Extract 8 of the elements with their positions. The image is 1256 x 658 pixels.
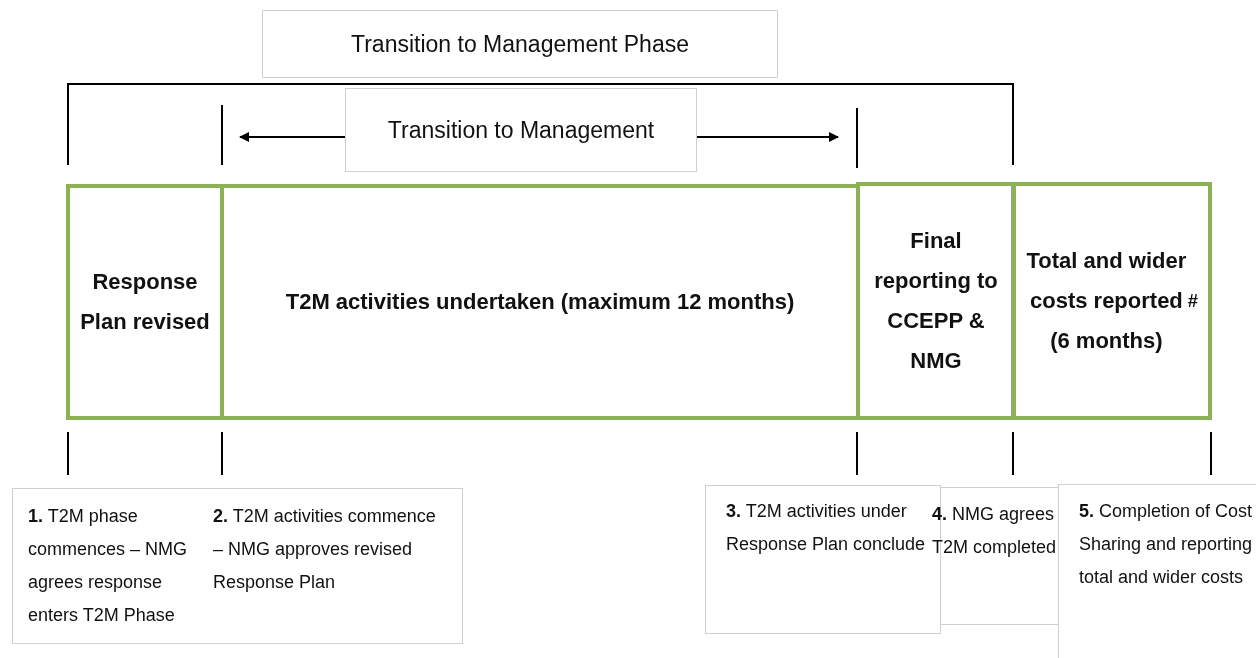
- milestone-note: 3. T2M activities under Response Plan conclude: [726, 495, 931, 595]
- milestone-note: 2. T2M activities commence – NMG approves revised Response Plan: [213, 500, 448, 632]
- span-label: Transition to Management: [345, 88, 697, 172]
- milestone-note: 5. Completion of Cost Sharing and reporting total and wider costs: [1079, 495, 1254, 630]
- phase-label: Transition to Management Phase: [262, 10, 778, 78]
- phase-box: Final reporting to CCEPP & NMG: [856, 182, 1016, 420]
- milestone-note: 1. T2M phase commences – NMG agrees response enters T2M Phase: [28, 500, 208, 658]
- milestone-note: 4. NMG agrees T2M completed: [932, 498, 1058, 598]
